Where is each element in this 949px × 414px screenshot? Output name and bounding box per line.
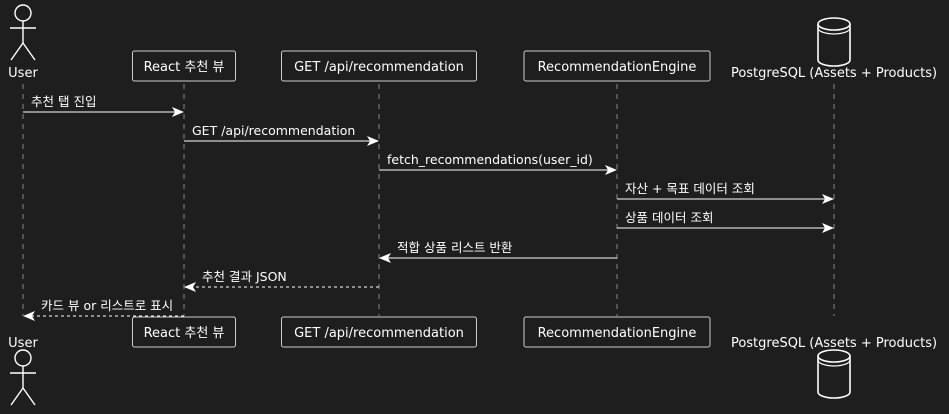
message-8: 카드 뷰 or 리스트로 표시 xyxy=(23,298,184,321)
actor-icon xyxy=(10,349,36,406)
participant-label-db-bottom: PostgreSQL (Assets + Products) xyxy=(731,336,937,351)
message-1: 추천 탭 진입 xyxy=(23,94,184,117)
participant-label-db-top: PostgreSQL (Assets + Products) xyxy=(731,66,937,81)
participant-view-top: React 추천 뷰 xyxy=(132,50,236,82)
participant-label-view-bottom: React 추천 뷰 xyxy=(144,326,225,341)
message-6: 적합 상품 리스트 반환 xyxy=(379,240,617,263)
message-3: fetch_recommendations(user_id) xyxy=(379,152,617,175)
participant-label-api-bottom: GET /api/recommendation xyxy=(294,326,464,341)
participant-engine-top: RecommendationEngine xyxy=(523,50,711,82)
message-label: 카드 뷰 or 리스트로 표시 xyxy=(41,298,173,313)
participant-label-view-top: React 추천 뷰 xyxy=(144,60,225,75)
message-5: 상품 데이터 조회 xyxy=(617,210,834,233)
actor-user-top xyxy=(10,4,36,61)
message-2: GET /api/recommendation xyxy=(184,123,379,146)
database-icon xyxy=(817,349,851,399)
message-4: 자산 + 목표 데이터 조회 xyxy=(617,181,834,204)
participant-label-user-bottom: User xyxy=(8,336,38,351)
participant-label-engine-bottom: RecommendationEngine xyxy=(538,326,697,341)
message-label: fetch_recommendations(user_id) xyxy=(387,152,593,167)
message-label: 상품 데이터 조회 xyxy=(625,210,713,225)
message-7: 추천 결과 JSON xyxy=(184,269,379,292)
database-db-top xyxy=(817,17,851,67)
participant-view-bottom: React 추천 뷰 xyxy=(132,316,236,348)
participant-label-engine-top: RecommendationEngine xyxy=(538,60,697,75)
message-label: GET /api/recommendation xyxy=(192,123,355,138)
message-label: 추천 탭 진입 xyxy=(31,94,96,109)
database-icon xyxy=(817,17,851,67)
message-label: 추천 결과 JSON xyxy=(202,269,287,284)
participant-label-api-top: GET /api/recommendation xyxy=(294,60,464,75)
actor-icon xyxy=(10,4,36,61)
participant-api-top: GET /api/recommendation xyxy=(281,50,477,82)
actor-user-bottom xyxy=(10,349,36,406)
participant-api-bottom: GET /api/recommendation xyxy=(281,316,477,348)
message-label: 자산 + 목표 데이터 조회 xyxy=(625,181,755,196)
message-label: 적합 상품 리스트 반환 xyxy=(397,240,513,255)
participant-label-user-top: User xyxy=(8,66,38,81)
participant-engine-bottom: RecommendationEngine xyxy=(523,316,711,348)
database-db-bottom xyxy=(817,349,851,399)
